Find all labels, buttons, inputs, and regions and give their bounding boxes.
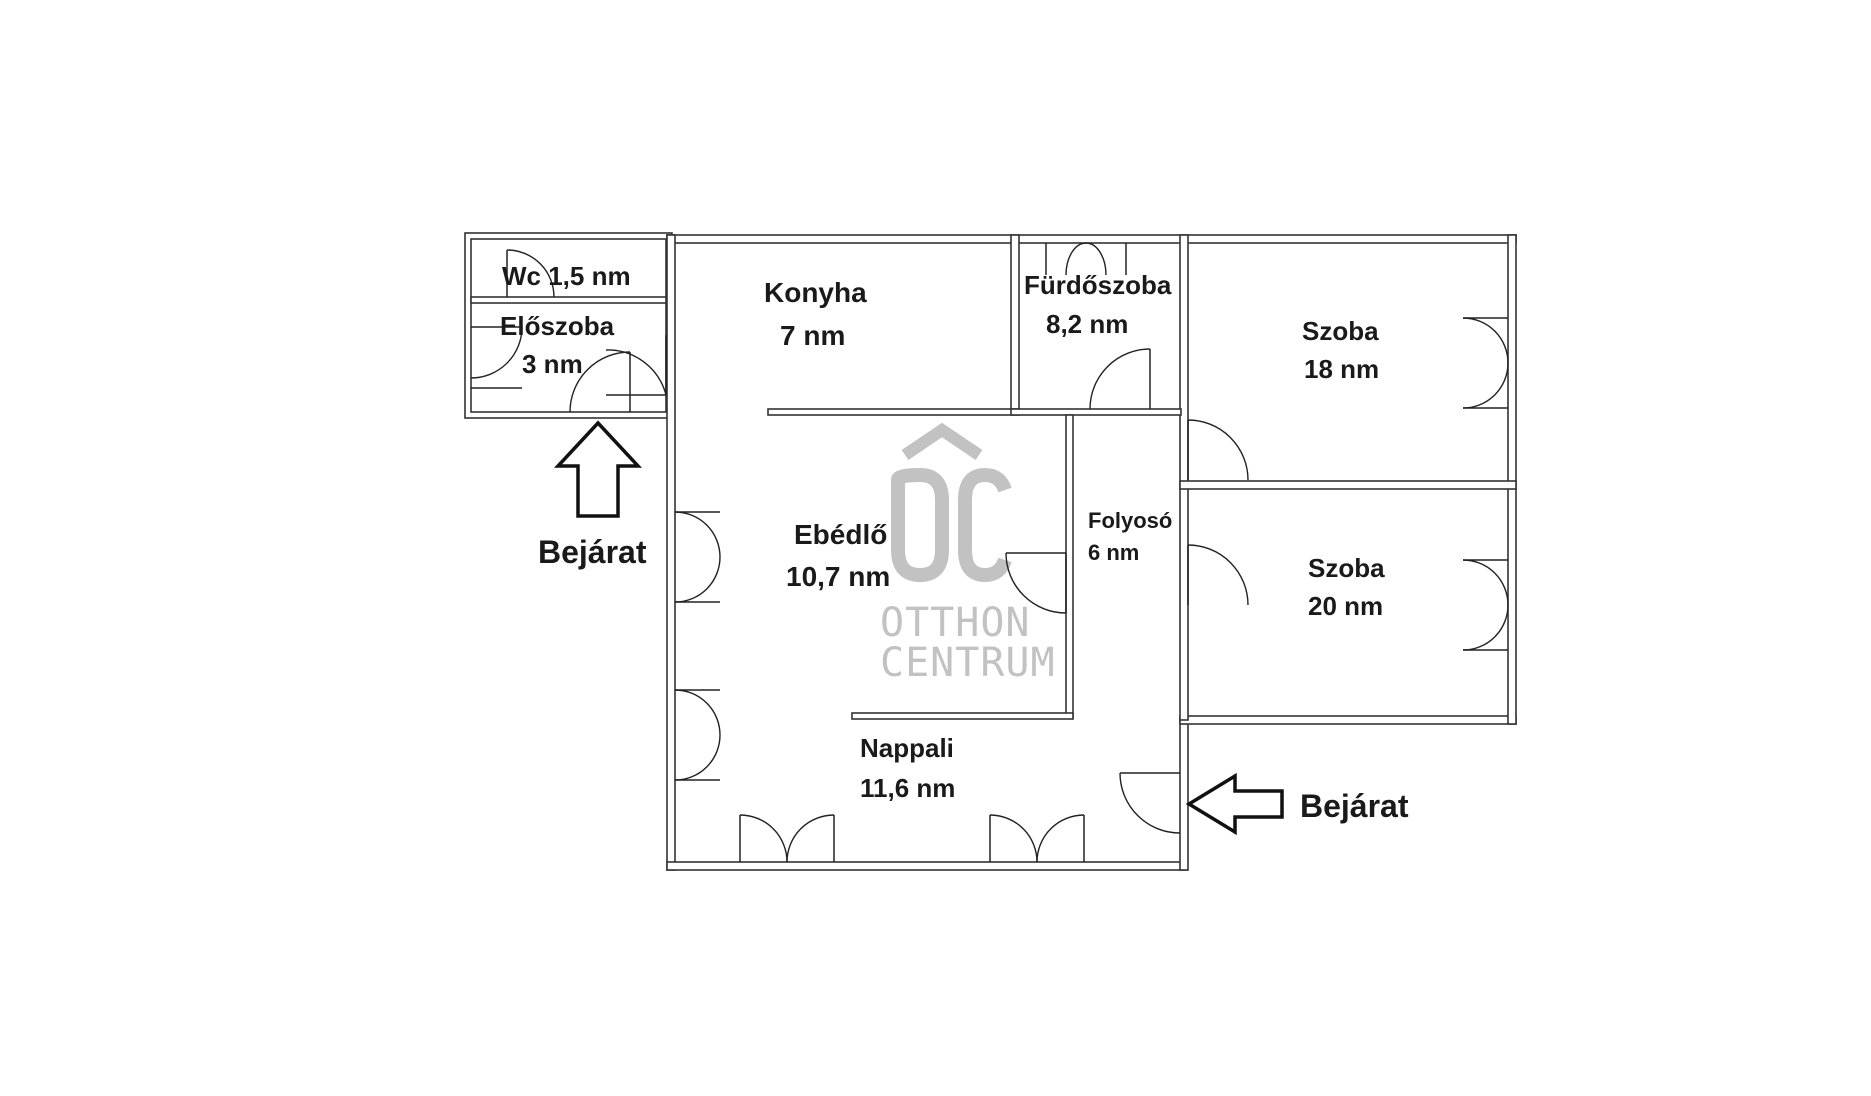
main-bottom-wall xyxy=(666,861,1188,871)
ebedlo-name: Ebédlő xyxy=(794,519,887,550)
nappali-right-wall xyxy=(1179,719,1189,871)
nappali-area: 11,6 nm xyxy=(860,773,955,803)
ebedlo-door xyxy=(1005,552,1067,614)
konyha-furdo-wall xyxy=(1010,234,1020,414)
doors xyxy=(470,242,1509,863)
nappali-entrance-door xyxy=(1119,772,1181,834)
konyha-area: 7 nm xyxy=(780,320,845,351)
furdo-szoba-wall xyxy=(1179,234,1189,721)
eloszoba-left-door xyxy=(470,326,523,389)
szoba2-name: Szoba xyxy=(1308,553,1385,583)
furdo-bottom-wall xyxy=(1010,408,1182,416)
szoba1-name: Szoba xyxy=(1302,316,1379,346)
nappali-window-1 xyxy=(739,814,835,863)
nappali-name: Nappali xyxy=(860,733,954,763)
eloszoba-name: Előszoba xyxy=(500,311,615,341)
ebedlo-folyoso-wall xyxy=(1065,414,1074,719)
szoba2-area: 20 nm xyxy=(1308,591,1383,621)
room-labels: Wc 1,5 nm Előszoba 3 nm Konyha 7 nm Fürd… xyxy=(500,261,1385,803)
wc-door xyxy=(506,249,555,298)
right-wing-right-wall xyxy=(1507,234,1517,725)
up-arrow-icon xyxy=(553,420,643,518)
furdoszoba-name: Fürdőszoba xyxy=(1024,270,1172,300)
right-wing-bottom-wall xyxy=(1179,715,1517,725)
szoba2-door xyxy=(1187,544,1249,606)
main-top-wall xyxy=(666,234,1517,244)
ebedlo-bottom-wall xyxy=(851,712,1074,720)
szoba-divider-wall xyxy=(1179,480,1517,490)
konyha-bottom-wall xyxy=(767,408,1020,416)
szoba2-window xyxy=(1462,559,1509,651)
watermark-line-2: CENTRUM xyxy=(880,640,1056,686)
entrance-left: Bejárat xyxy=(538,420,647,570)
wc-divider-wall xyxy=(470,296,667,304)
ebedlo-window-1 xyxy=(674,511,721,603)
ebedlo-area: 10,7 nm xyxy=(786,561,890,592)
ebedlo-window-2 xyxy=(674,689,721,781)
left-arrow-icon xyxy=(1185,772,1284,836)
szoba1-area: 18 nm xyxy=(1304,354,1379,384)
furdoszoba-area: 8,2 nm xyxy=(1046,309,1128,339)
annex-inner-wall xyxy=(470,238,667,413)
otthon-centrum-watermark: OTTHON CENTRUM xyxy=(880,422,1056,686)
folyoso-area: 6 nm xyxy=(1088,540,1139,565)
nappali-window-2 xyxy=(989,814,1085,863)
szoba1-door xyxy=(1187,419,1249,481)
folyoso-name: Folyosó xyxy=(1088,508,1172,533)
wc-label: Wc 1,5 nm xyxy=(502,261,631,291)
eloszoba-right-door xyxy=(605,335,667,396)
watermark-line-1: OTTHON xyxy=(880,600,1031,646)
eloszoba-entrance-door xyxy=(569,351,631,413)
entrance-right: Bejárat xyxy=(1185,772,1409,836)
main-left-wall xyxy=(666,234,676,871)
furdo-window xyxy=(1045,242,1127,276)
eloszoba-area: 3 nm xyxy=(522,349,583,379)
furdo-door xyxy=(1089,348,1151,410)
entrance-left-label: Bejárat xyxy=(538,534,647,570)
watermark-logo-mark xyxy=(891,422,1012,583)
konyha-name: Konyha xyxy=(764,277,867,308)
entrance-right-label: Bejárat xyxy=(1300,788,1409,824)
szoba1-window xyxy=(1462,317,1509,409)
walls xyxy=(464,232,1517,871)
